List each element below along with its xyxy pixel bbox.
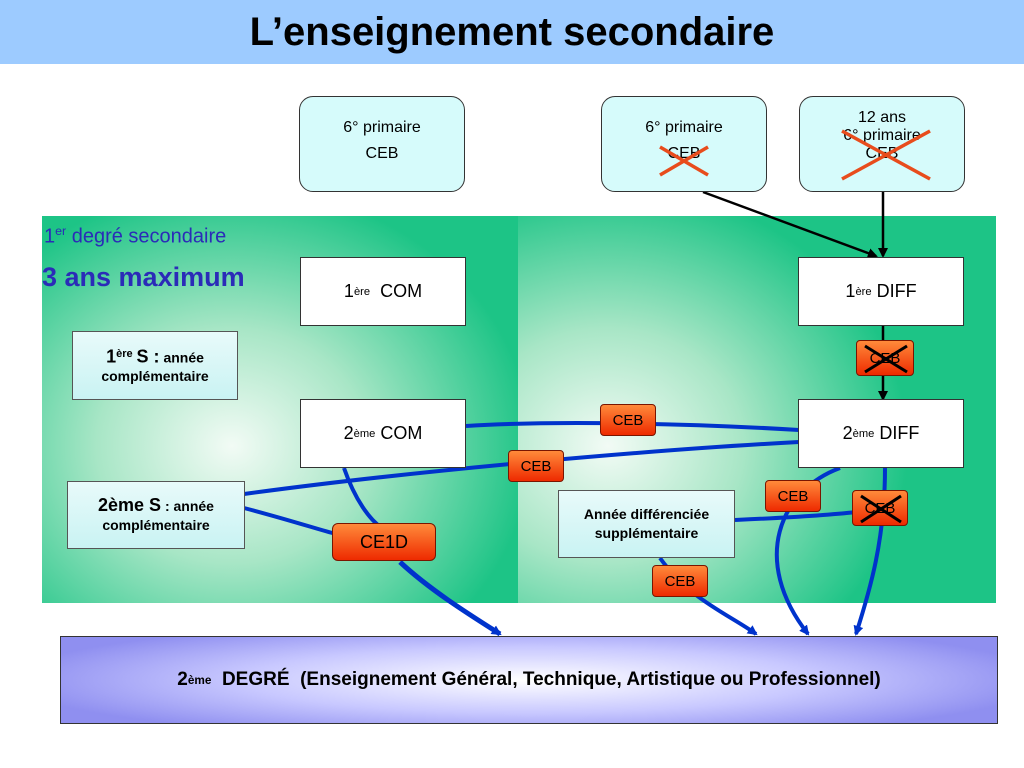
line-supp-to-ceb (734, 510, 857, 522)
ceb-tag-2s-2diff: CEB (508, 450, 564, 482)
box-6p-line1: 6° primaire (343, 119, 421, 136)
box-12ans-line2: 6° primaire (843, 127, 921, 144)
first-degree-heading: 1er degré secondaire (44, 224, 227, 248)
box-12ans-line1: 12 ans (857, 109, 907, 126)
box-2eme-s: 2ème S : année complémentaire (67, 481, 245, 549)
page-title: L’enseignement secondaire (249, 10, 775, 54)
title-bar (0, 0, 1024, 64)
cross-icon (841, 129, 931, 181)
box-6p-mid-line1: 6° primaire (645, 119, 723, 136)
cross-icon (860, 494, 902, 524)
arrow-6p-to-1diff (702, 190, 878, 258)
cross-icon (659, 145, 709, 177)
line-2s-to-ce1d (243, 506, 337, 536)
box-6-primaire-ceb: 6° primaire CEB (299, 96, 465, 192)
box-12-ans: 12 ans 6° primaire CEB (799, 96, 965, 192)
ceb-tag-crossed-1diff: CEB (856, 340, 914, 376)
ceb-tag-crossed-supp: CEB (852, 490, 908, 526)
ceb-tag-supp: CEB (652, 565, 708, 597)
max-duration-label: 3 ans maximum (42, 262, 245, 292)
box-annee-differenciee: Année différenciée supplémentaire (558, 490, 735, 558)
box-1ere-s: 1ère S : année complémentaire (72, 331, 238, 400)
box-6p-line2: CEB (365, 145, 399, 162)
cross-icon (864, 344, 908, 374)
ceb-tag-2com-2diff: CEB (600, 404, 656, 436)
box-6-primaire-no-ceb: 6° primaire CEB (601, 96, 767, 192)
ce1d-tag: CE1D (332, 523, 436, 561)
line-ce1d-to-degree2 (398, 560, 502, 637)
ceb-tag-2diff: CEB (765, 480, 821, 512)
line-2diff-to-degree2-a (774, 466, 841, 636)
